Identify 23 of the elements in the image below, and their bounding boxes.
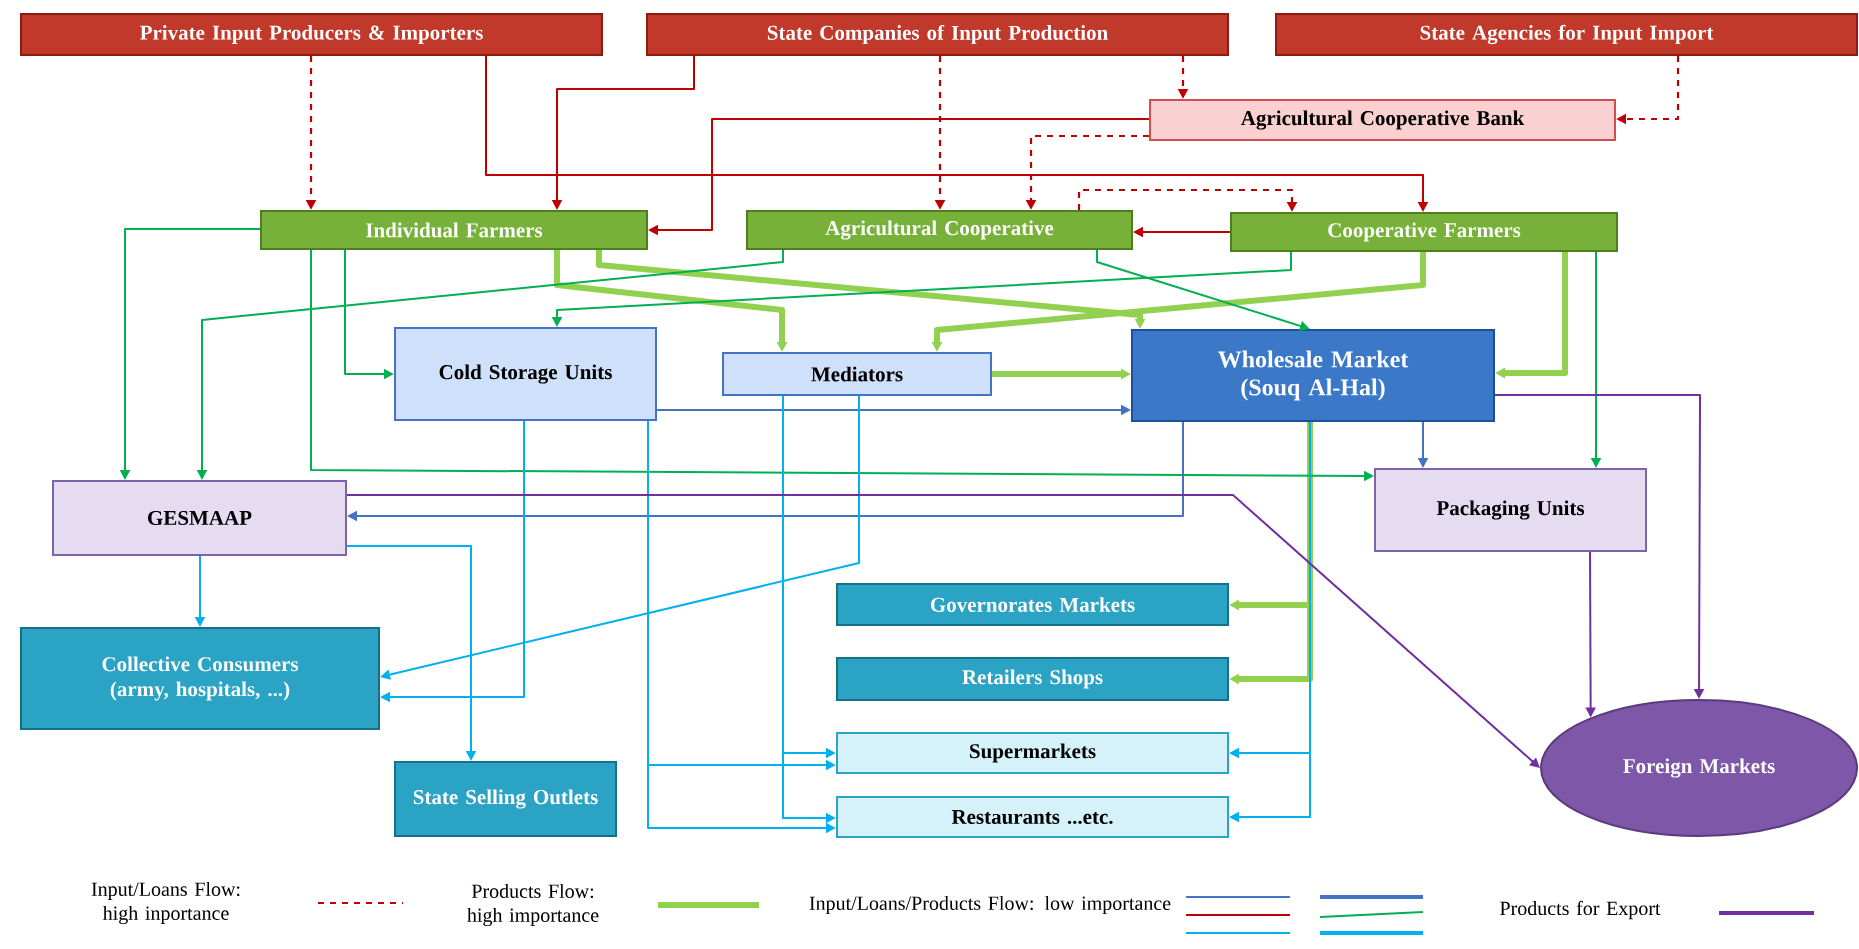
legend-text: Products for Export xyxy=(1500,900,1661,920)
arrow xyxy=(346,494,1540,768)
process-box: GESMAAP xyxy=(52,480,347,556)
process-box: Packaging Units xyxy=(1374,468,1647,552)
process-box: Individual Farmers xyxy=(260,210,648,250)
process-box: State Selling Outlets xyxy=(394,761,617,837)
process-box: Governorates Markets xyxy=(836,583,1229,626)
process-box: Retailers Shops xyxy=(836,657,1229,701)
process-box: Supermarkets xyxy=(836,732,1229,774)
legend-text: Input/Loans Flow: high inportance xyxy=(91,881,240,925)
legend-text: Input/Loans/Products Flow: low importance xyxy=(809,895,1171,915)
process-box: Mediators xyxy=(722,352,992,396)
process-box: Cold Storage Units xyxy=(394,327,657,421)
process-box: Agricultural Cooperative xyxy=(746,210,1133,250)
process-box: State Companies of Input Production xyxy=(646,13,1229,56)
process-box: Wholesale Market (Souq Al-Hal) xyxy=(1131,329,1495,422)
process-box: Agricultural Cooperative Bank xyxy=(1149,99,1616,141)
process-box: State Agencies for Input Import xyxy=(1275,13,1858,56)
legend-text: Products Flow: high importance xyxy=(467,883,599,927)
process-box: Private Input Producers & Importers xyxy=(20,13,603,56)
process-box: Cooperative Farmers xyxy=(1230,212,1618,252)
process-box: Restaurants ...etc. xyxy=(836,796,1229,838)
process-box: Collective Consumers (army, hospitals, ...) xyxy=(20,627,380,730)
